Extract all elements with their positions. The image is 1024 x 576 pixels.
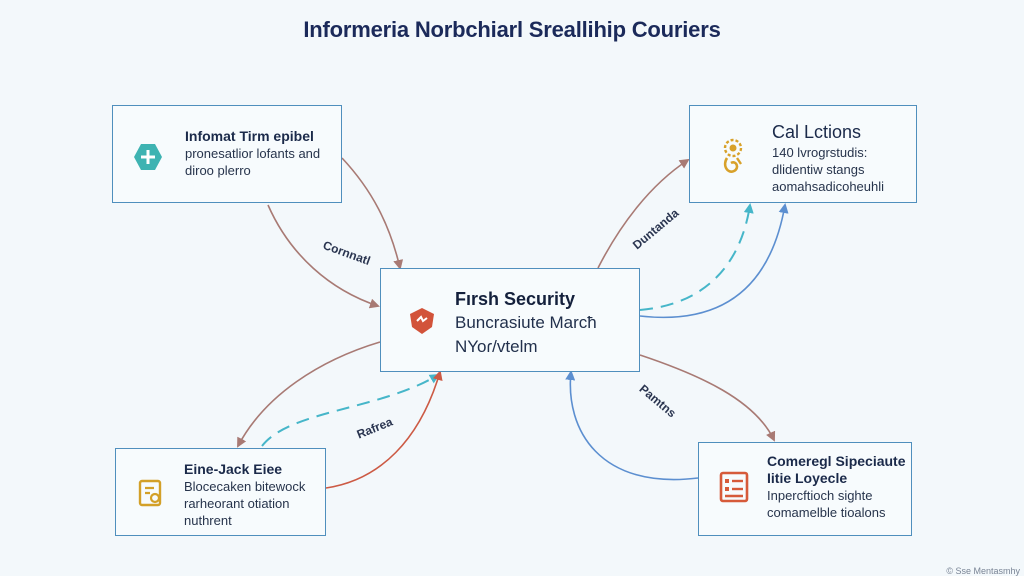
node-bottom-left-line-2: rarheorant otiation <box>184 496 290 511</box>
node-top-left-heading: Infomat Tirm epibel <box>185 128 314 144</box>
list-document-icon <box>719 471 749 508</box>
node-center-line-1: Buncrasiute Marcħ <box>455 313 597 332</box>
node-center[interactable]: Fırsh Security Buncrasiute Marcħ NYoɾ/vt… <box>380 268 640 372</box>
node-top-right-line-3: aomahsadicoheuhli <box>772 179 885 194</box>
node-top-right-heading: Cal Lctions <box>772 122 862 142</box>
node-bottom-right-heading: Comeregl Sipeciaute <box>767 453 906 469</box>
arrow-bottomright-to-center-blue <box>565 370 699 481</box>
node-bottom-right-line-2: Inpercftioch sighte <box>767 488 873 503</box>
footer-credit: © Sse Mentasmhy <box>946 566 1020 576</box>
shield-icon <box>409 307 435 340</box>
node-top-left-line-2: diroo plerro <box>185 163 251 178</box>
node-top-right-line-1: 140 lvrogrstudis: <box>772 145 868 160</box>
node-top-right-line-2: dlidentiw stangs <box>772 162 865 177</box>
arrow-bottomleft-to-center-dashed <box>261 373 440 447</box>
arrow-topleft-to-center-a <box>341 157 404 270</box>
arrow-topleft-to-center-b <box>267 204 380 309</box>
node-bottom-left-line-3: nuthrent <box>184 513 232 528</box>
arrow-center-to-bottomleft-brown <box>237 341 381 448</box>
node-bottom-right-line-1: Iitie Loyecle <box>767 470 848 486</box>
arrow-center-to-topright-blue <box>639 203 789 319</box>
document-icon <box>138 479 164 512</box>
node-bottom-left-heading: Eine-Jack Eiee <box>184 461 283 477</box>
node-center-heading: Fırsh Security <box>455 289 576 309</box>
node-bottom-left-line-1: Blocecaken bitewock <box>184 479 306 494</box>
hexagon-plus-icon <box>133 143 163 176</box>
node-bottom-left[interactable]: Eine-Jack Eiee Blocecaken bitewock rarhe… <box>115 448 326 536</box>
node-center-line-2: NYoɾ/vtelm <box>455 337 538 356</box>
node-top-right[interactable]: Cal Lctions 140 lvrogrstudis: dlidentiw … <box>689 105 917 203</box>
gear-figure-icon <box>716 136 750 181</box>
node-top-left-line-1: pronesatlior lofants and <box>185 146 321 161</box>
diagram-title: Informeria Norbchiarl Sreallihip Courier… <box>303 17 721 42</box>
node-bottom-right[interactable]: Comeregl Sipeciaute Iitie Loyecle Inperc… <box>698 442 912 536</box>
arrow-center-to-topright-brown <box>597 158 690 269</box>
node-top-left[interactable]: Infomat Tirm epibel pronesatlior lofants… <box>112 105 342 203</box>
arrow-center-to-bottomright-brown <box>639 354 776 442</box>
node-bottom-right-line-3: comamelble tioalons <box>767 505 886 520</box>
arrow-bottomleft-to-center-red <box>325 370 443 489</box>
